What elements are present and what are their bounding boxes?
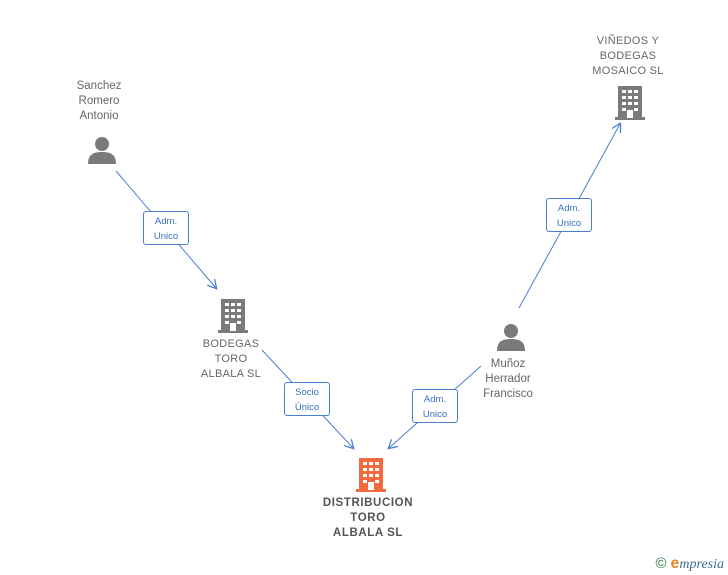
copyright-icon: © bbox=[655, 555, 667, 572]
edge-label-munoz-vinedos[interactable]: Adm. Unico bbox=[546, 198, 592, 232]
person-icon bbox=[88, 137, 116, 164]
edge-role-line2: Unico bbox=[556, 218, 582, 229]
node-label-distribucion[interactable]: DISTRIBUCION TORO ALBALA SL bbox=[322, 497, 414, 539]
node-label-munoz[interactable]: Muñoz Herrador Francisco bbox=[483, 358, 533, 400]
edge-role-line1: Socio bbox=[295, 387, 319, 398]
edge-label-bodegas-distribucion[interactable]: Socio Único bbox=[284, 382, 330, 416]
edge-role-line2: Unico bbox=[422, 409, 448, 420]
edge-role-line1: Adm. bbox=[423, 394, 447, 405]
edge-role-line1: Adm. bbox=[154, 216, 178, 227]
building-icon bbox=[615, 86, 645, 120]
building-icon bbox=[218, 299, 248, 333]
node-label-sanchez[interactable]: Sanchez Romero Antonio bbox=[76, 80, 122, 122]
node-label-vinedos[interactable]: VIÑEDOS Y BODEGAS MOSAICO SL bbox=[592, 35, 664, 77]
edge-role-line2: Único bbox=[294, 402, 320, 413]
footer-brand: ©empresia bbox=[655, 555, 724, 573]
person-icon bbox=[497, 324, 525, 351]
edge-label-sanchez-bodegas[interactable]: Adm. Unico bbox=[143, 211, 189, 245]
edge-role-line2: Unico bbox=[153, 231, 179, 242]
node-label-bodegas-toro[interactable]: BODEGAS TORO ALBALA SL bbox=[200, 338, 262, 380]
brand-logo-text: mpresia bbox=[679, 557, 724, 572]
edge-label-munoz-distribucion[interactable]: Adm. Unico bbox=[412, 389, 458, 423]
building-icon bbox=[356, 458, 386, 492]
brand-logo-initial: e bbox=[670, 555, 680, 572]
edge-role-line1: Adm. bbox=[557, 203, 581, 214]
